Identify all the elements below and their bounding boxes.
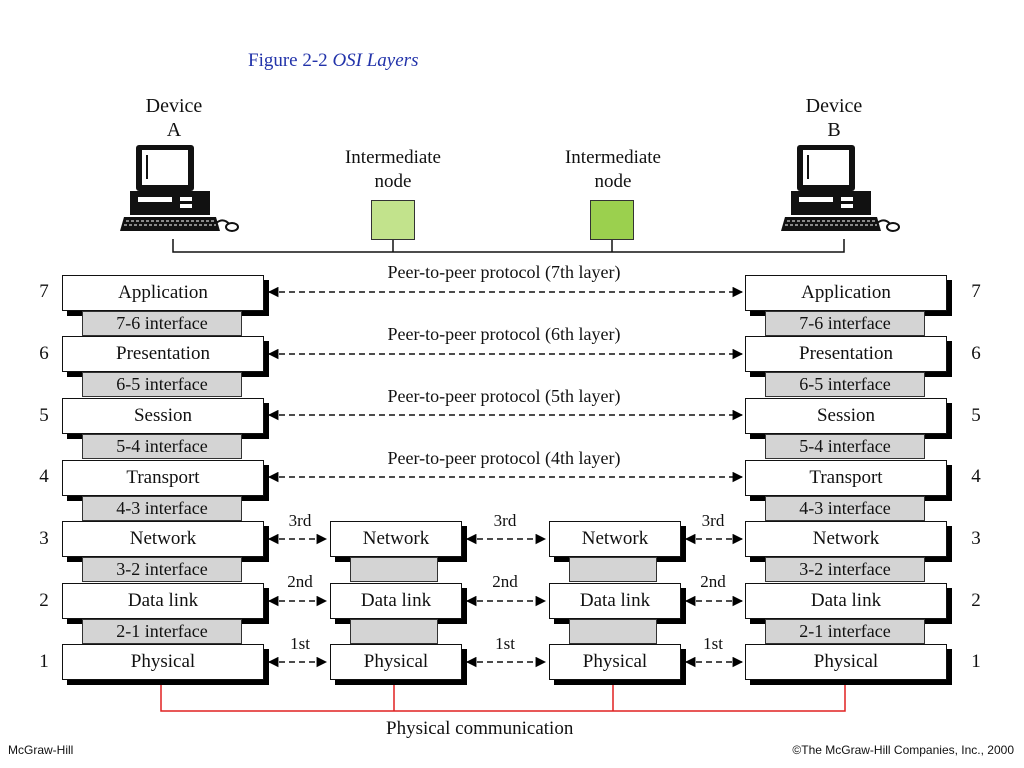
device-a-label-line2: A (166, 119, 182, 141)
device-a-layer-5: Session (62, 398, 264, 434)
node-1-layer-1: Physical (330, 644, 462, 680)
intermediate-node-1-line2: node (374, 171, 412, 192)
peer-protocol-7-label: Peer-to-peer protocol (7th layer) (387, 262, 621, 282)
figure-title-prefix: Figure 2-2 (248, 50, 333, 71)
hop-label-3rd-a: 3rd (288, 511, 312, 530)
intermediate-node-2-line2: node (594, 171, 632, 192)
peer-protocol-4-label: Peer-to-peer protocol (4th layer) (387, 448, 621, 468)
node-1-interface-2-1 (350, 619, 438, 644)
intermediate-node-2-box (590, 200, 634, 240)
node-2-layer-1: Physical (549, 644, 681, 680)
device-b-layer-7: Application (745, 275, 947, 311)
node-2-interface-2-1 (569, 619, 657, 644)
device-b-layer-4: Transport (745, 460, 947, 496)
device-b-layer-2: Data link (745, 583, 947, 619)
intermediate-node-1-box (371, 200, 415, 240)
figure-title: Figure 2-2 OSI Layers (248, 50, 418, 72)
hop-label-3rd-c: 3rd (701, 511, 725, 530)
device-a-computer-icon (119, 144, 239, 232)
footer-copyright: ©The McGraw-Hill Companies, Inc., 2000 (792, 743, 1014, 757)
hop-label-3rd-b: 3rd (493, 511, 517, 530)
intermediate-node-2-label: Intermediate node (543, 146, 683, 194)
device-b-label: Device B (789, 94, 879, 142)
device-a-interface-3-2: 3-2 interface (82, 557, 242, 582)
node-1-interface-3-2 (350, 557, 438, 582)
device-a-layer-7: Application (62, 275, 264, 311)
layer-number-4-left: 4 (39, 466, 49, 487)
device-b-layer-5: Session (745, 398, 947, 434)
device-a-label: Device A (129, 94, 219, 142)
peer-protocol-5-label: Peer-to-peer protocol (5th layer) (387, 386, 621, 406)
figure-title-italic: OSI Layers (332, 50, 419, 71)
layer-number-6-right: 6 (971, 343, 981, 364)
layer-number-3-left: 3 (39, 528, 49, 549)
device-a-layer-4: Transport (62, 460, 264, 496)
device-a-layer-1: Physical (62, 644, 264, 680)
hop-label-2nd-a: 2nd (287, 572, 313, 591)
device-a-interface-7-6: 7-6 interface (82, 311, 242, 336)
intermediate-node-1-label: Intermediate node (323, 146, 463, 194)
device-b-interface-5-4: 5-4 interface (765, 434, 925, 459)
layer-number-7-right: 7 (971, 281, 981, 302)
intermediate-node-2-line1: Intermediate (564, 147, 661, 168)
layer-number-1-right: 1 (971, 651, 981, 672)
device-a-layer-2: Data link (62, 583, 264, 619)
layer-number-7-left: 7 (39, 281, 49, 302)
device-a-interface-6-5: 6-5 interface (82, 372, 242, 397)
device-b-interface-6-5: 6-5 interface (765, 372, 925, 397)
layer-number-5-right: 5 (971, 405, 981, 426)
layer-number-2-left: 2 (39, 590, 49, 611)
device-b-label-line1: Device (805, 95, 863, 117)
device-b-interface-7-6: 7-6 interface (765, 311, 925, 336)
device-b-layer-6: Presentation (745, 336, 947, 372)
physical-communication-label: Physical communication (386, 718, 574, 739)
node-2-layer-3: Network (549, 521, 681, 557)
layer-number-2-right: 2 (971, 590, 981, 611)
intermediate-node-1-line1: Intermediate (344, 147, 441, 168)
device-a-layer-6: Presentation (62, 336, 264, 372)
device-b-layer-1: Physical (745, 644, 947, 680)
device-b-interface-4-3: 4-3 interface (765, 496, 925, 521)
device-b-interface-3-2: 3-2 interface (765, 557, 925, 582)
footer-publisher: McGraw-Hill (8, 743, 74, 757)
device-b-computer-icon (780, 144, 900, 232)
device-a-interface-2-1: 2-1 interface (82, 619, 242, 644)
hop-label-1st-b: 1st (495, 634, 515, 653)
device-a-interface-4-3: 4-3 interface (82, 496, 242, 521)
device-a-interface-5-4: 5-4 interface (82, 434, 242, 459)
layer-number-5-left: 5 (39, 405, 49, 426)
layer-number-1-left: 1 (39, 651, 49, 672)
device-b-interface-2-1: 2-1 interface (765, 619, 925, 644)
layer-number-3-right: 3 (971, 528, 981, 549)
device-a-layer-3: Network (62, 521, 264, 557)
node-2-interface-3-2 (569, 557, 657, 582)
device-b-label-line2: B (827, 119, 841, 141)
layer-number-6-left: 6 (39, 343, 49, 364)
peer-protocol-6-label: Peer-to-peer protocol (6th layer) (387, 324, 621, 344)
hop-label-2nd-c: 2nd (700, 572, 726, 591)
layer-number-4-right: 4 (971, 466, 981, 487)
node-1-layer-3: Network (330, 521, 462, 557)
hop-label-1st-c: 1st (703, 634, 723, 653)
node-2-layer-2: Data link (549, 583, 681, 619)
hop-label-2nd-b: 2nd (492, 572, 518, 591)
hop-label-1st-a: 1st (290, 634, 310, 653)
device-a-label-line1: Device (145, 95, 203, 117)
device-b-layer-3: Network (745, 521, 947, 557)
node-1-layer-2: Data link (330, 583, 462, 619)
